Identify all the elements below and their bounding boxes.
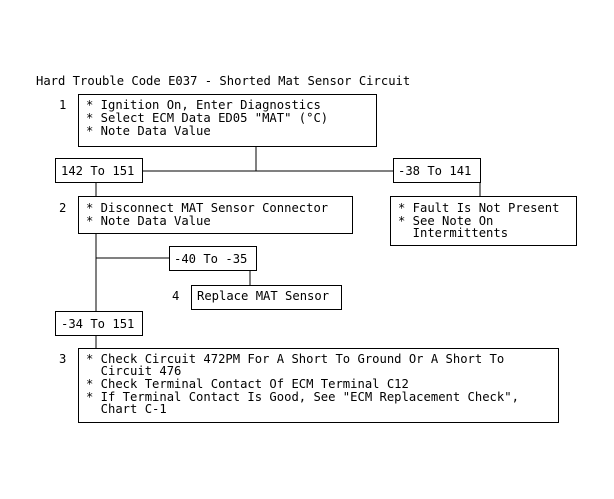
- step2-line: * Disconnect MAT Sensor Connector: [86, 201, 328, 215]
- step2-line: * Note Data Value: [86, 214, 211, 228]
- range-high-box: [55, 158, 143, 183]
- step4-box: [191, 285, 342, 310]
- step1-line: * Ignition On, Enter Diagnostics: [86, 98, 321, 112]
- step3-line: Chart C-1: [86, 402, 167, 416]
- step3-line: * Check Circuit 472PM For A Short To Gro…: [86, 352, 504, 366]
- step3-line: Circuit 476: [86, 364, 181, 378]
- connectors: [95, 146, 481, 348]
- step3-line: * If Terminal Contact Is Good, See "ECM …: [86, 390, 519, 404]
- step1-line: * Note Data Value: [86, 124, 211, 138]
- step3-box: [78, 348, 559, 423]
- page-title: Hard Trouble Code E037 - Shorted Mat Sen…: [36, 74, 410, 88]
- result-low-line: Intermittents: [398, 226, 508, 240]
- range-low-box: [393, 158, 481, 183]
- result-low-box: [390, 196, 577, 246]
- step2-number: 2: [59, 201, 66, 215]
- range-minus40-label: -40 To -35: [174, 252, 247, 266]
- step3-line: * Check Terminal Contact Of ECM Terminal…: [86, 377, 409, 391]
- range-high-label: 142 To 151: [61, 164, 134, 178]
- range-low-label: -38 To 141: [398, 164, 471, 178]
- step3-number: 3: [59, 352, 66, 366]
- step1-line: * Select ECM Data ED05 "MAT" (°C): [86, 111, 328, 125]
- range-minus34-label: -34 To 151: [61, 317, 134, 331]
- result-low-line: * Fault Is Not Present: [398, 201, 559, 215]
- step1-number: 1: [59, 98, 66, 112]
- step4-label: Replace MAT Sensor: [197, 289, 329, 303]
- result-low-line: * See Note On: [398, 214, 493, 228]
- step2-box: [78, 196, 353, 234]
- step1-box: [78, 94, 377, 147]
- step4-number: 4: [172, 289, 179, 303]
- range-minus34-box: [55, 311, 143, 336]
- range-minus40-box: [169, 246, 257, 271]
